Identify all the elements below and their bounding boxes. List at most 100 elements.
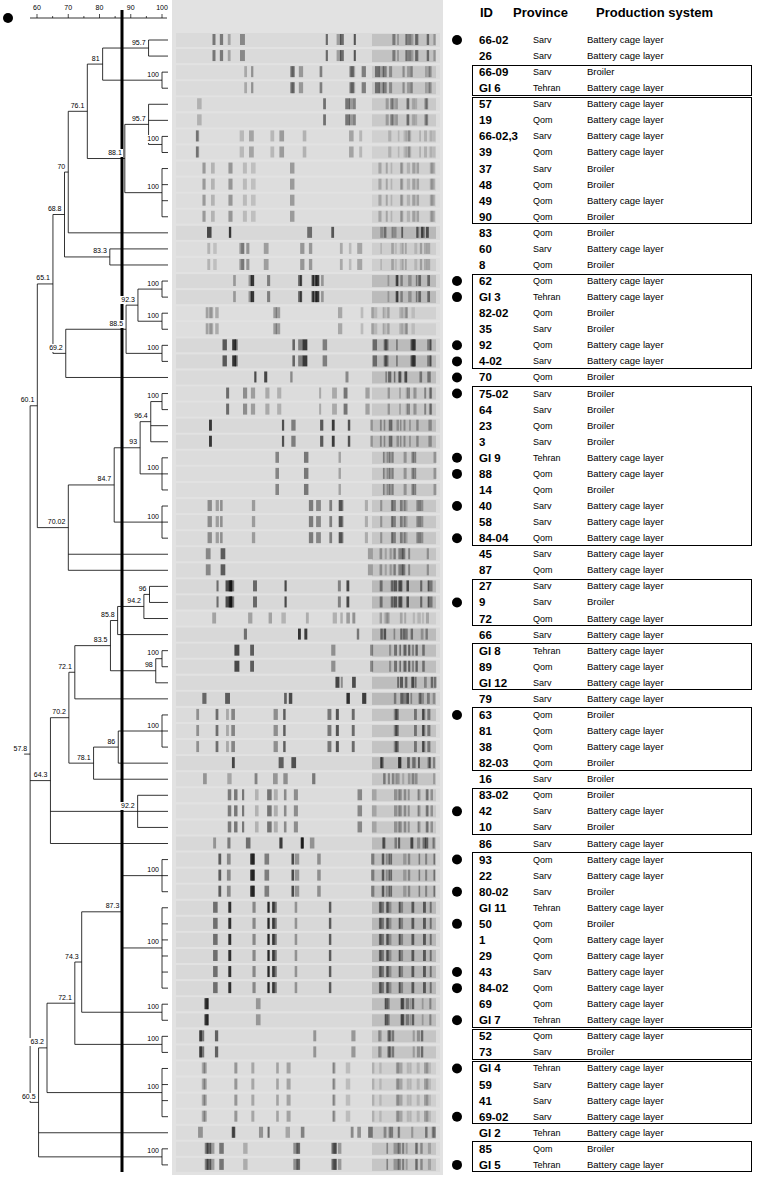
gel-band — [205, 998, 208, 1009]
gel-band — [234, 789, 237, 800]
gel-band — [405, 243, 407, 254]
gel-smear — [372, 805, 436, 817]
gel-band — [430, 982, 432, 993]
gel-band — [411, 34, 413, 45]
gel-band — [307, 227, 312, 238]
gel-band — [253, 596, 257, 607]
dendrogram — [24, 40, 168, 1165]
gel-band — [317, 886, 320, 897]
gel-band — [399, 371, 401, 382]
gel-band — [223, 355, 227, 366]
gel-lane — [176, 1013, 440, 1027]
gel-band — [298, 291, 301, 302]
gel-lane — [176, 145, 440, 159]
gel-band — [413, 1030, 415, 1041]
gel-band — [421, 1046, 423, 1057]
dendrogram-root — [24, 754, 30, 755]
gel-band — [408, 146, 411, 157]
gel-smear — [372, 307, 436, 319]
gel-lane — [176, 595, 440, 609]
gel-band — [383, 82, 386, 93]
gel-band — [421, 1046, 423, 1057]
gel-band — [401, 998, 404, 1009]
gel-band — [428, 580, 430, 591]
gel-band — [333, 613, 337, 624]
gel-band — [394, 805, 397, 816]
gel-band — [394, 564, 396, 575]
gel-band — [423, 838, 426, 849]
gel-band — [407, 98, 410, 109]
gel-band — [361, 307, 364, 318]
gel-lane — [176, 467, 440, 481]
gel-band — [385, 998, 388, 1009]
axis-tick — [68, 14, 69, 18]
gel-band — [365, 404, 369, 415]
gel-band — [208, 500, 212, 511]
gel-band — [414, 741, 417, 752]
cluster-box: 75-02SarvBroiler64SarvBroiler23QomBroile… — [472, 386, 752, 546]
marker-dot — [452, 1063, 462, 1073]
gel-band — [267, 966, 269, 977]
gel-band — [414, 98, 417, 109]
gel-band — [211, 179, 215, 190]
gel-band — [393, 596, 395, 607]
gel-band — [425, 854, 427, 865]
gel-band — [419, 854, 421, 865]
gel-band — [424, 1111, 427, 1122]
gel-band — [213, 34, 216, 45]
similarity-value: 74.3 — [64, 953, 80, 961]
gel-band — [406, 580, 409, 591]
gel-band — [332, 1143, 337, 1154]
gel-band — [426, 613, 429, 624]
gel-band — [274, 725, 278, 736]
gel-band — [244, 82, 247, 93]
dendrogram-branch — [30, 405, 37, 406]
gel-band — [228, 195, 232, 206]
gel-band — [323, 339, 327, 350]
gel-band — [386, 1143, 388, 1154]
dendrogram-branch — [30, 780, 50, 781]
gel-band — [404, 532, 406, 543]
gel-lane — [176, 81, 440, 95]
gel-band — [329, 966, 331, 977]
gel-band — [243, 195, 247, 206]
isolate-id: 23 — [479, 418, 492, 434]
province: Tehran — [533, 1157, 561, 1173]
dendrogram-branch — [66, 329, 126, 330]
gel-smear — [372, 468, 436, 480]
gel-band — [316, 516, 321, 527]
gel-band — [295, 966, 298, 977]
gel-band — [379, 1095, 381, 1106]
gel-band — [228, 821, 231, 832]
gel-band — [295, 982, 298, 993]
gel-band — [290, 179, 294, 190]
gel-band — [383, 773, 385, 784]
gel-band — [397, 275, 399, 286]
gel-band — [422, 1014, 424, 1025]
gel-band — [349, 259, 352, 270]
similarity-value: 92.3 — [120, 296, 136, 304]
gel-lane — [176, 97, 440, 111]
gel-band — [380, 982, 383, 993]
gel-band — [416, 291, 418, 302]
marker-dot — [452, 597, 462, 607]
gel-band — [417, 1030, 420, 1041]
gel-band — [428, 725, 431, 736]
gel-band — [414, 243, 417, 254]
gel-band — [418, 821, 420, 832]
gel-lane — [176, 403, 440, 417]
gel-band — [252, 966, 255, 977]
gel-band — [196, 709, 199, 720]
gel-smear — [372, 388, 436, 400]
gel-band — [389, 436, 391, 447]
production-system: Broiler — [587, 257, 614, 273]
gel-band — [393, 580, 395, 591]
gel-band — [320, 82, 323, 93]
gel-band — [327, 741, 331, 752]
gel-band — [332, 388, 337, 399]
gel-smear — [372, 50, 436, 62]
gel-band — [321, 291, 324, 302]
gel-band — [399, 404, 401, 415]
production-system: Battery cage layer — [587, 48, 664, 64]
gel-band — [244, 629, 247, 640]
